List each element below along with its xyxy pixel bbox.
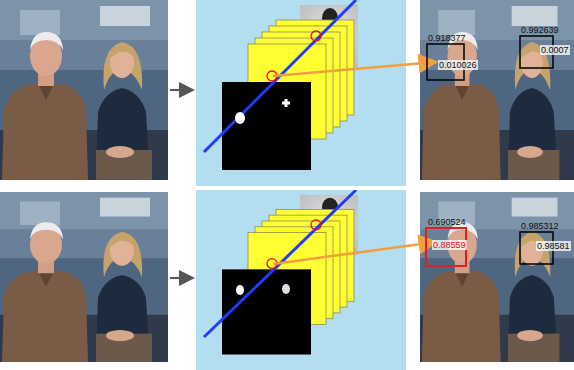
score-label: 0.98581 (536, 241, 571, 251)
score-label: 0.992639 (520, 25, 560, 35)
score-label: 0.690524 (427, 217, 467, 227)
score-label: 0.88559 (432, 240, 467, 250)
score-label: 0.010026 (438, 60, 478, 70)
score-label: 0.918377 (427, 33, 467, 43)
score-label: 0.0007 (540, 45, 570, 55)
score-label: 0.985312 (520, 221, 560, 231)
